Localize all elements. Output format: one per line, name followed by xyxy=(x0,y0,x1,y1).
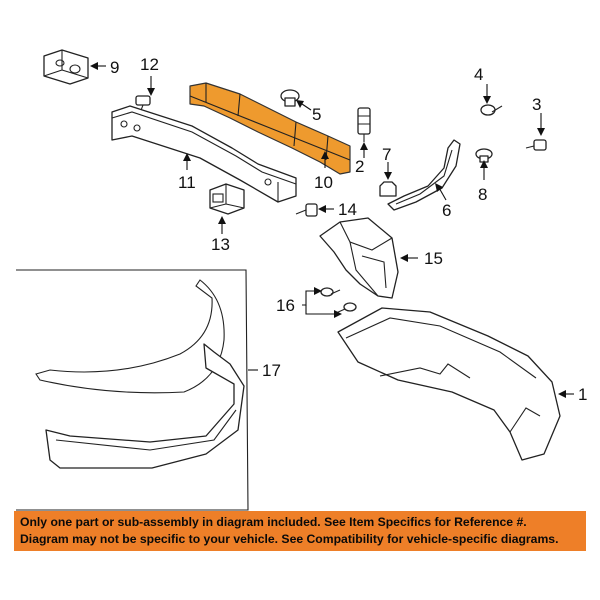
part-5-clip xyxy=(280,89,300,107)
part-13-mount xyxy=(209,183,245,215)
part-11-reinforcement-beam xyxy=(111,105,297,203)
part-10-energy-absorber xyxy=(189,82,351,175)
callout-3: 3 xyxy=(532,95,541,114)
callout-17: 17 xyxy=(262,361,281,380)
callout-12: 12 xyxy=(140,55,159,74)
callout-5: 5 xyxy=(312,105,321,124)
part-4-bolt xyxy=(480,104,503,116)
part-12-bolt xyxy=(135,95,151,114)
callout-13: 13 xyxy=(211,235,230,254)
part-2-stud xyxy=(357,107,371,142)
callout-2: 2 xyxy=(355,157,364,176)
notice-banner: Only one part or sub-assembly in diagram… xyxy=(14,511,586,551)
part-16-screws xyxy=(320,287,357,314)
callout-16: 16 xyxy=(276,296,295,315)
callout-6: 6 xyxy=(442,201,451,220)
callout-8: 8 xyxy=(478,185,487,204)
notice-line-1: Only one part or sub-assembly in diagram… xyxy=(20,515,527,529)
part-7-retainer xyxy=(379,181,397,197)
part-15-splash-shield xyxy=(319,217,399,299)
part-1-bumper-cover xyxy=(337,307,561,461)
callout-1: 1 xyxy=(578,385,587,404)
callout-4: 4 xyxy=(474,65,483,84)
notice-line-2: Diagram may not be specific to your vehi… xyxy=(20,532,559,546)
part-3-bolt xyxy=(525,139,547,151)
callout-11: 11 xyxy=(178,173,196,192)
part-14-bolt xyxy=(295,203,318,217)
callout-7: 7 xyxy=(382,145,391,164)
part-17-kit-frame xyxy=(16,269,249,511)
callout-15: 15 xyxy=(424,249,443,268)
callout-14: 14 xyxy=(338,200,357,219)
callout-10: 10 xyxy=(314,173,333,192)
part-8-clip xyxy=(475,148,493,163)
part-6-side-bracket xyxy=(387,139,461,211)
part-9-bracket xyxy=(43,49,89,85)
callout-9: 9 xyxy=(110,58,119,77)
